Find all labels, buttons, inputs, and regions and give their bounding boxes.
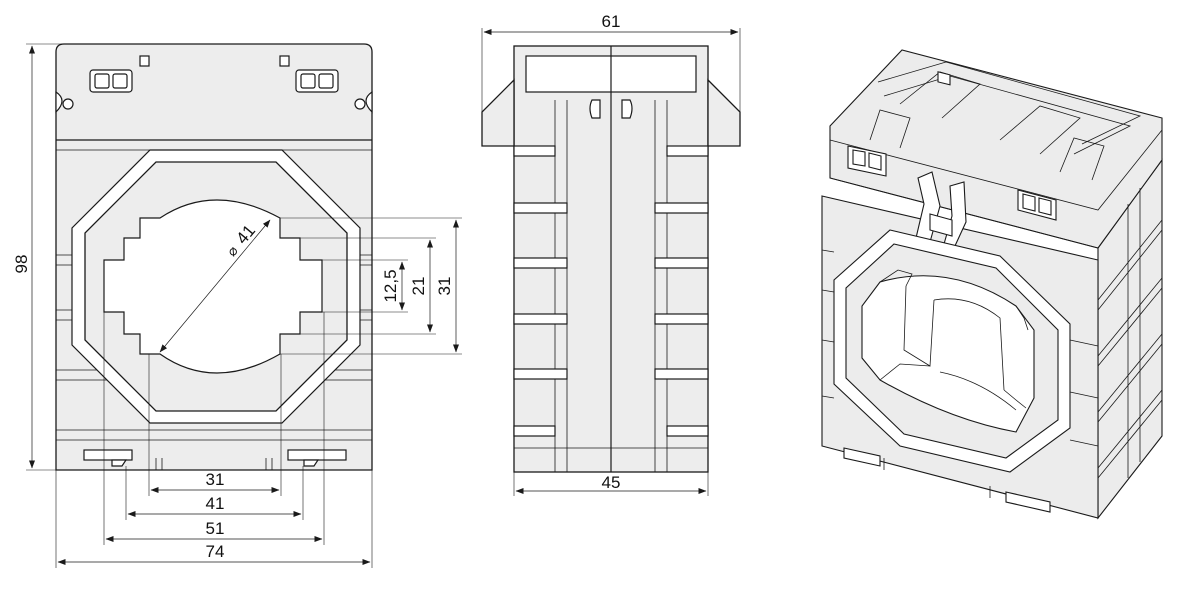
dim-bottom-51-label: 51: [206, 519, 225, 538]
isometric-view: [821, 49, 1163, 520]
dim-61-label: 61: [602, 12, 621, 31]
side-view: [481, 45, 741, 473]
dim-21-label: 21: [409, 277, 428, 296]
terminal-left: [89, 69, 133, 93]
front-view: [55, 43, 373, 471]
dim-bottom-31-label: 31: [206, 470, 225, 489]
iso-terminal-right: [1017, 189, 1057, 221]
dim-height-label: 98: [12, 255, 31, 274]
dim-31-vertical-label: 31: [435, 277, 454, 296]
dim-bottom-41-label: 41: [206, 494, 225, 513]
terminal-right: [295, 69, 339, 93]
iso-center-clip: [915, 171, 967, 249]
iso-terminal-left: [847, 145, 887, 177]
dim-45-label: 45: [602, 473, 621, 492]
side-dimensions: 61 45: [481, 12, 741, 496]
mounting-hole-right: [354, 98, 366, 110]
dim-12-5-label: 12,5: [381, 269, 400, 302]
dim-width-74-label: 74: [206, 542, 225, 561]
mounting-hole-left: [62, 98, 74, 110]
